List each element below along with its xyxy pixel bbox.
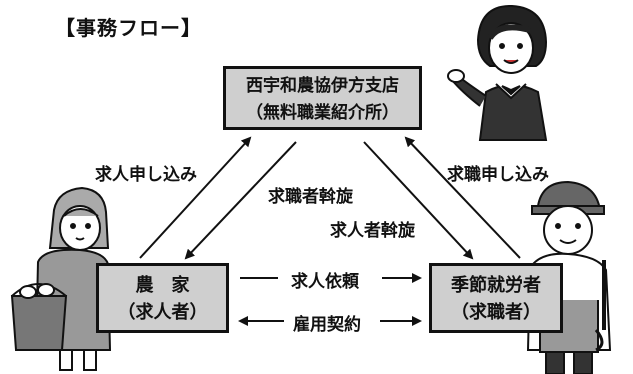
female-staff-illustration	[447, 4, 548, 141]
arrow-farmer-to-center	[139, 136, 252, 259]
label-employer-referral: 求人者斡旋	[330, 221, 415, 241]
farmer-node-role: （求人者）	[117, 302, 208, 323]
center-node-role: （無料職業紹介所）	[246, 103, 399, 123]
farmer-woman-illustration	[10, 186, 112, 371]
worker-node-name: 季節就労者	[451, 275, 541, 296]
worker-node-role: （求職者）	[451, 302, 541, 323]
farmer-node: 農 家 （求人者）	[96, 263, 229, 333]
label-job-request: 求人依頼	[291, 272, 359, 292]
label-seeker-referral: 求職者斡旋	[268, 187, 353, 207]
farmer-node-name: 農 家	[135, 275, 190, 296]
arrow-center-to-worker	[363, 141, 474, 260]
center-node-name: 西宇和農協伊方支店	[246, 76, 399, 96]
label-job-seeker-application: 求職申し込み	[447, 165, 549, 185]
label-job-offer-application: 求人申し込み	[95, 165, 197, 185]
worker-node: 季節就労者 （求職者）	[429, 263, 563, 333]
diagram-title: 【事務フロー】	[55, 16, 202, 40]
arrow-worker-to-center	[404, 136, 521, 259]
label-employment-contract: 雇用契約	[293, 315, 361, 335]
arrow-center-to-farmer	[184, 141, 297, 260]
center-node: 西宇和農協伊方支店 （無料職業紹介所）	[223, 66, 422, 130]
